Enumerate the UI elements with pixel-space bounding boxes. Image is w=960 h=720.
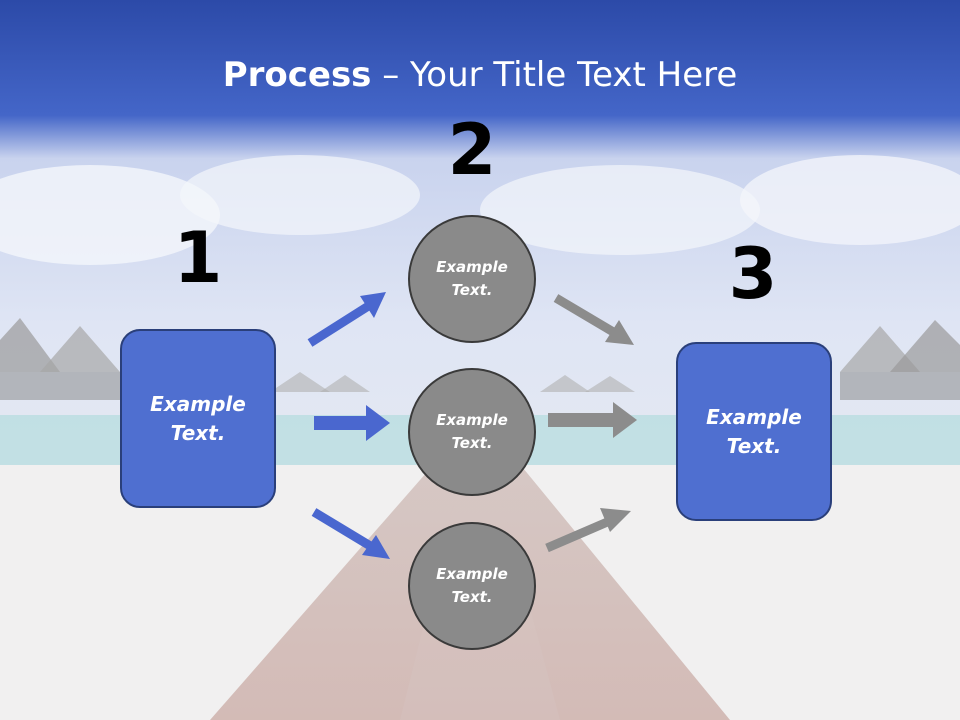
circle-middle-text: Example Text. xyxy=(436,411,508,452)
circle-middle[interactable]: Example Text. xyxy=(408,368,536,496)
title-rest: – Your Title Text Here xyxy=(371,55,738,95)
circle-bottom[interactable]: Example Text. xyxy=(408,522,536,650)
arrow-bottom-to-right xyxy=(545,508,631,553)
circle-top-text: Example Text. xyxy=(436,258,508,299)
circle-top[interactable]: Example Text. xyxy=(408,215,536,343)
step-number-2: 2 xyxy=(447,109,497,191)
step-number-3: 3 xyxy=(728,233,778,315)
step-number-1: 1 xyxy=(173,217,223,299)
arrow-left-to-bottom xyxy=(311,508,390,559)
arrow-left-to-middle xyxy=(314,405,390,441)
arrow-middle-to-right xyxy=(548,402,637,438)
title-bold: Process xyxy=(222,55,372,95)
slide-title: Process – Your Title Text Here xyxy=(0,52,960,98)
left-text-box[interactable]: Example Text. xyxy=(120,329,276,508)
arrow-top-to-right xyxy=(553,294,634,345)
arrow-left-to-top xyxy=(307,292,386,347)
left-box-text: Example Text. xyxy=(150,391,246,445)
right-text-box[interactable]: Example Text. xyxy=(676,342,832,521)
right-box-text: Example Text. xyxy=(706,404,802,458)
circle-bottom-text: Example Text. xyxy=(436,565,508,606)
